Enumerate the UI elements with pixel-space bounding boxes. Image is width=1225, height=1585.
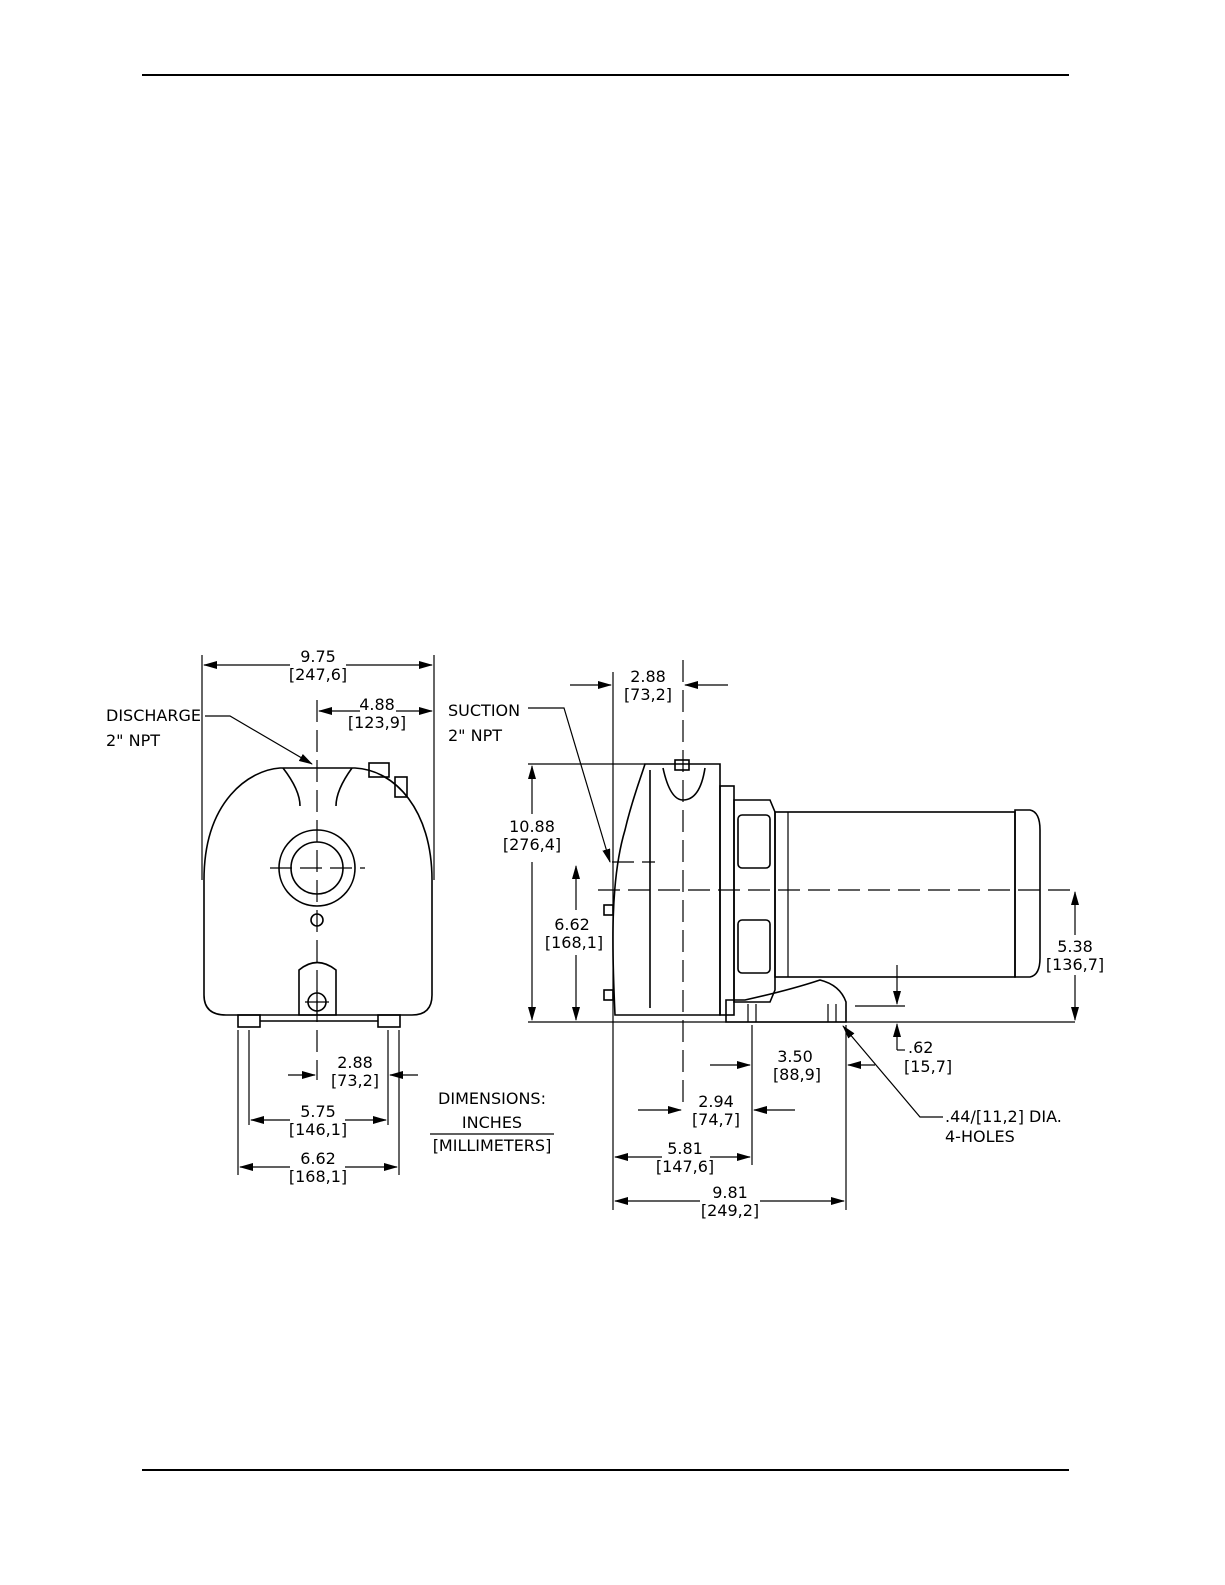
dim-foot-thickness-mm: [15,7] [904, 1057, 952, 1076]
dim-front-to-hole-in: 5.81 [667, 1139, 703, 1158]
dim-center-to-hole-mm: [74,7] [692, 1110, 740, 1129]
legend-millimeters: [MILLIMETERS] [433, 1136, 552, 1155]
left-foot [238, 1015, 260, 1027]
label-discharge: DISCHARGE [106, 706, 201, 725]
right-foot [378, 1015, 400, 1027]
dim-side-height-in: 10.88 [509, 817, 555, 836]
dim-front-offset-in: 2.88 [337, 1053, 373, 1072]
dim-front-to-hole-mm: [147,6] [656, 1157, 714, 1176]
dim-side-height-mm: [276,4] [503, 835, 561, 854]
motor-end-cap [1015, 810, 1040, 977]
dim-overall-base-mm: [249,2] [701, 1201, 759, 1220]
dim-motor-height-mm: [136,7] [1046, 955, 1104, 974]
head-top-bolt [675, 760, 689, 770]
dim-holes-spacing-mm: [88,9] [773, 1065, 821, 1084]
dim-front-half-in: 4.88 [359, 695, 395, 714]
dim-foot-thickness-in: .62 [908, 1038, 933, 1057]
dim-front-width-mm: [247,6] [289, 665, 347, 684]
dim-feet-outer-mm: [168,1] [289, 1167, 347, 1186]
front-view: 9.75 [247,6] 4.88 [123,9] DISCHARGE 2" N… [106, 647, 434, 1186]
dim-center-to-hole-in: 2.94 [698, 1092, 734, 1111]
top-bolt [369, 763, 389, 777]
adapter [720, 786, 734, 1015]
dim-front-half-mm: [123,9] [348, 713, 406, 732]
label-holes-dia: .44/[11,2] DIA. [945, 1107, 1062, 1126]
front-body-outline [204, 768, 432, 1015]
dim-front-width-in: 9.75 [300, 647, 336, 666]
legend-dimensions: DIMENSIONS: [438, 1089, 546, 1108]
dim-shaft-height-mm: [168,1] [545, 933, 603, 952]
dim-shaft-height-in: 6.62 [554, 915, 590, 934]
label-holes-count: 4-HOLES [945, 1127, 1015, 1146]
suction-plug [604, 905, 613, 915]
label-suction: SUCTION [448, 701, 520, 720]
label-suction-npt: 2" NPT [448, 726, 502, 745]
units-legend: DIMENSIONS: INCHES [MILLIMETERS] [430, 1089, 554, 1155]
legend-inches: INCHES [462, 1113, 522, 1132]
dim-holes-spacing-in: 3.50 [777, 1047, 813, 1066]
motor-body [775, 812, 1015, 977]
dim-front-offset-mm: [73,2] [331, 1071, 379, 1090]
dim-side-suction-in: 2.88 [630, 667, 666, 686]
drain-bolt [604, 990, 613, 1000]
dim-motor-height-in: 5.38 [1057, 937, 1093, 956]
dim-feet-inner-mm: [146,1] [289, 1120, 347, 1139]
dim-side-suction-mm: [73,2] [624, 685, 672, 704]
dim-feet-inner-in: 5.75 [300, 1102, 336, 1121]
dim-feet-outer-in: 6.62 [300, 1149, 336, 1168]
label-discharge-npt: 2" NPT [106, 731, 160, 750]
dim-overall-base-in: 9.81 [712, 1183, 748, 1202]
